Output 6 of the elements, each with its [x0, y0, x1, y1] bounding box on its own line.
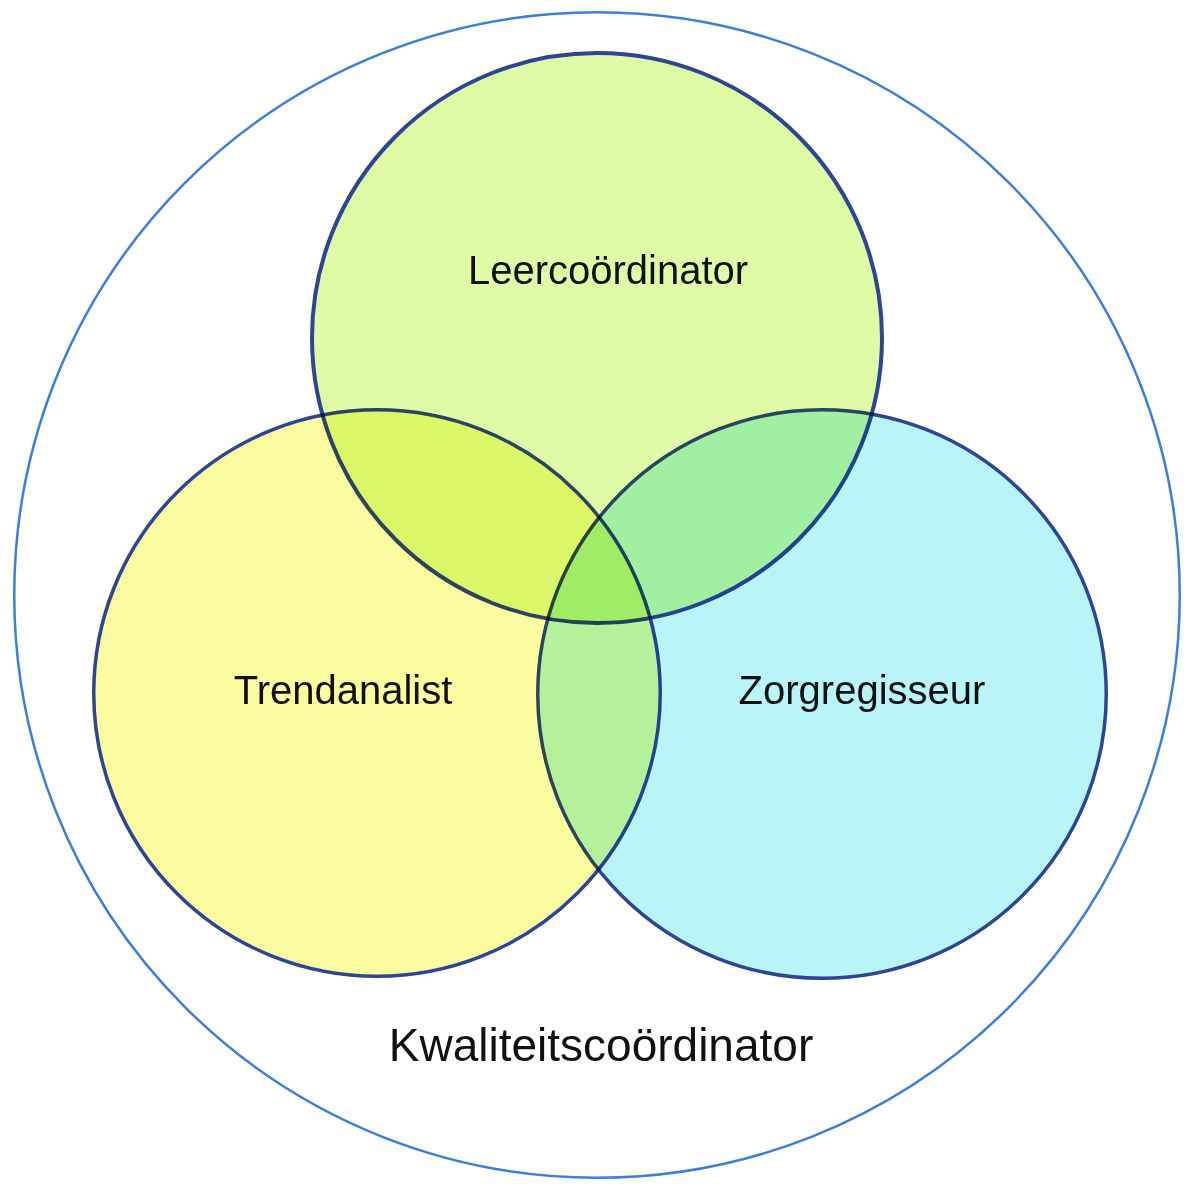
circle-label: Trendanalist [233, 667, 453, 713]
outer-circle [13, 11, 1181, 1179]
venn-circle [536, 408, 1108, 980]
circle-label: Kwaliteitscoördinator [388, 1018, 814, 1072]
circle-label: Zorgregisseur [738, 667, 986, 713]
circle-label: Leercoördinator [467, 247, 749, 293]
